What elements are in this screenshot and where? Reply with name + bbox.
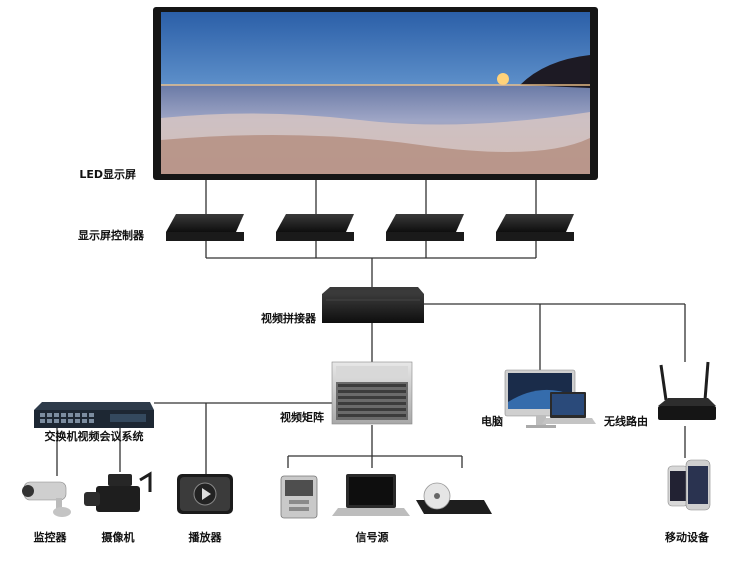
network-switch-icon xyxy=(34,402,154,428)
mobile-device-label: 移动设备 xyxy=(665,531,709,544)
led-screen-icon xyxy=(153,7,598,180)
screen-controller-label: 显示屏控制器 xyxy=(78,229,144,242)
led-screen-label: LED显示屏 xyxy=(79,168,136,181)
video-matrix-icon xyxy=(331,361,413,425)
monitor-label: 监控器 xyxy=(33,531,67,544)
video-splicer-label: 视频拼接器 xyxy=(261,312,316,325)
video-matrix-label: 视频矩阵 xyxy=(280,411,324,424)
screen-controller-icon xyxy=(276,214,354,241)
server-icon xyxy=(280,475,318,519)
security-camera-icon xyxy=(22,481,71,517)
screen-controller-icon xyxy=(386,214,464,241)
camcorder-icon xyxy=(84,471,152,512)
player-label: 播放器 xyxy=(188,531,222,544)
laptop-icon xyxy=(332,474,410,516)
screen-controller-icon xyxy=(166,214,244,241)
camcorder-label: 摄像机 xyxy=(101,531,135,544)
switch-video-conf-label: 交换机视频会议系统 xyxy=(44,430,144,443)
connection-lines xyxy=(56,180,686,476)
screen-controller-icon xyxy=(496,214,574,241)
bluray-player-icon xyxy=(416,482,492,514)
wireless-router-label: 无线路由 xyxy=(604,415,648,428)
computer-label: 电脑 xyxy=(481,415,503,428)
media-player-icon xyxy=(177,474,233,514)
desktop-computer-icon xyxy=(504,369,596,428)
signal-source-label: 信号源 xyxy=(355,531,389,544)
wireless-router-icon xyxy=(658,361,716,420)
video-splicer-icon xyxy=(322,287,424,323)
smartphone-icon xyxy=(667,459,711,511)
